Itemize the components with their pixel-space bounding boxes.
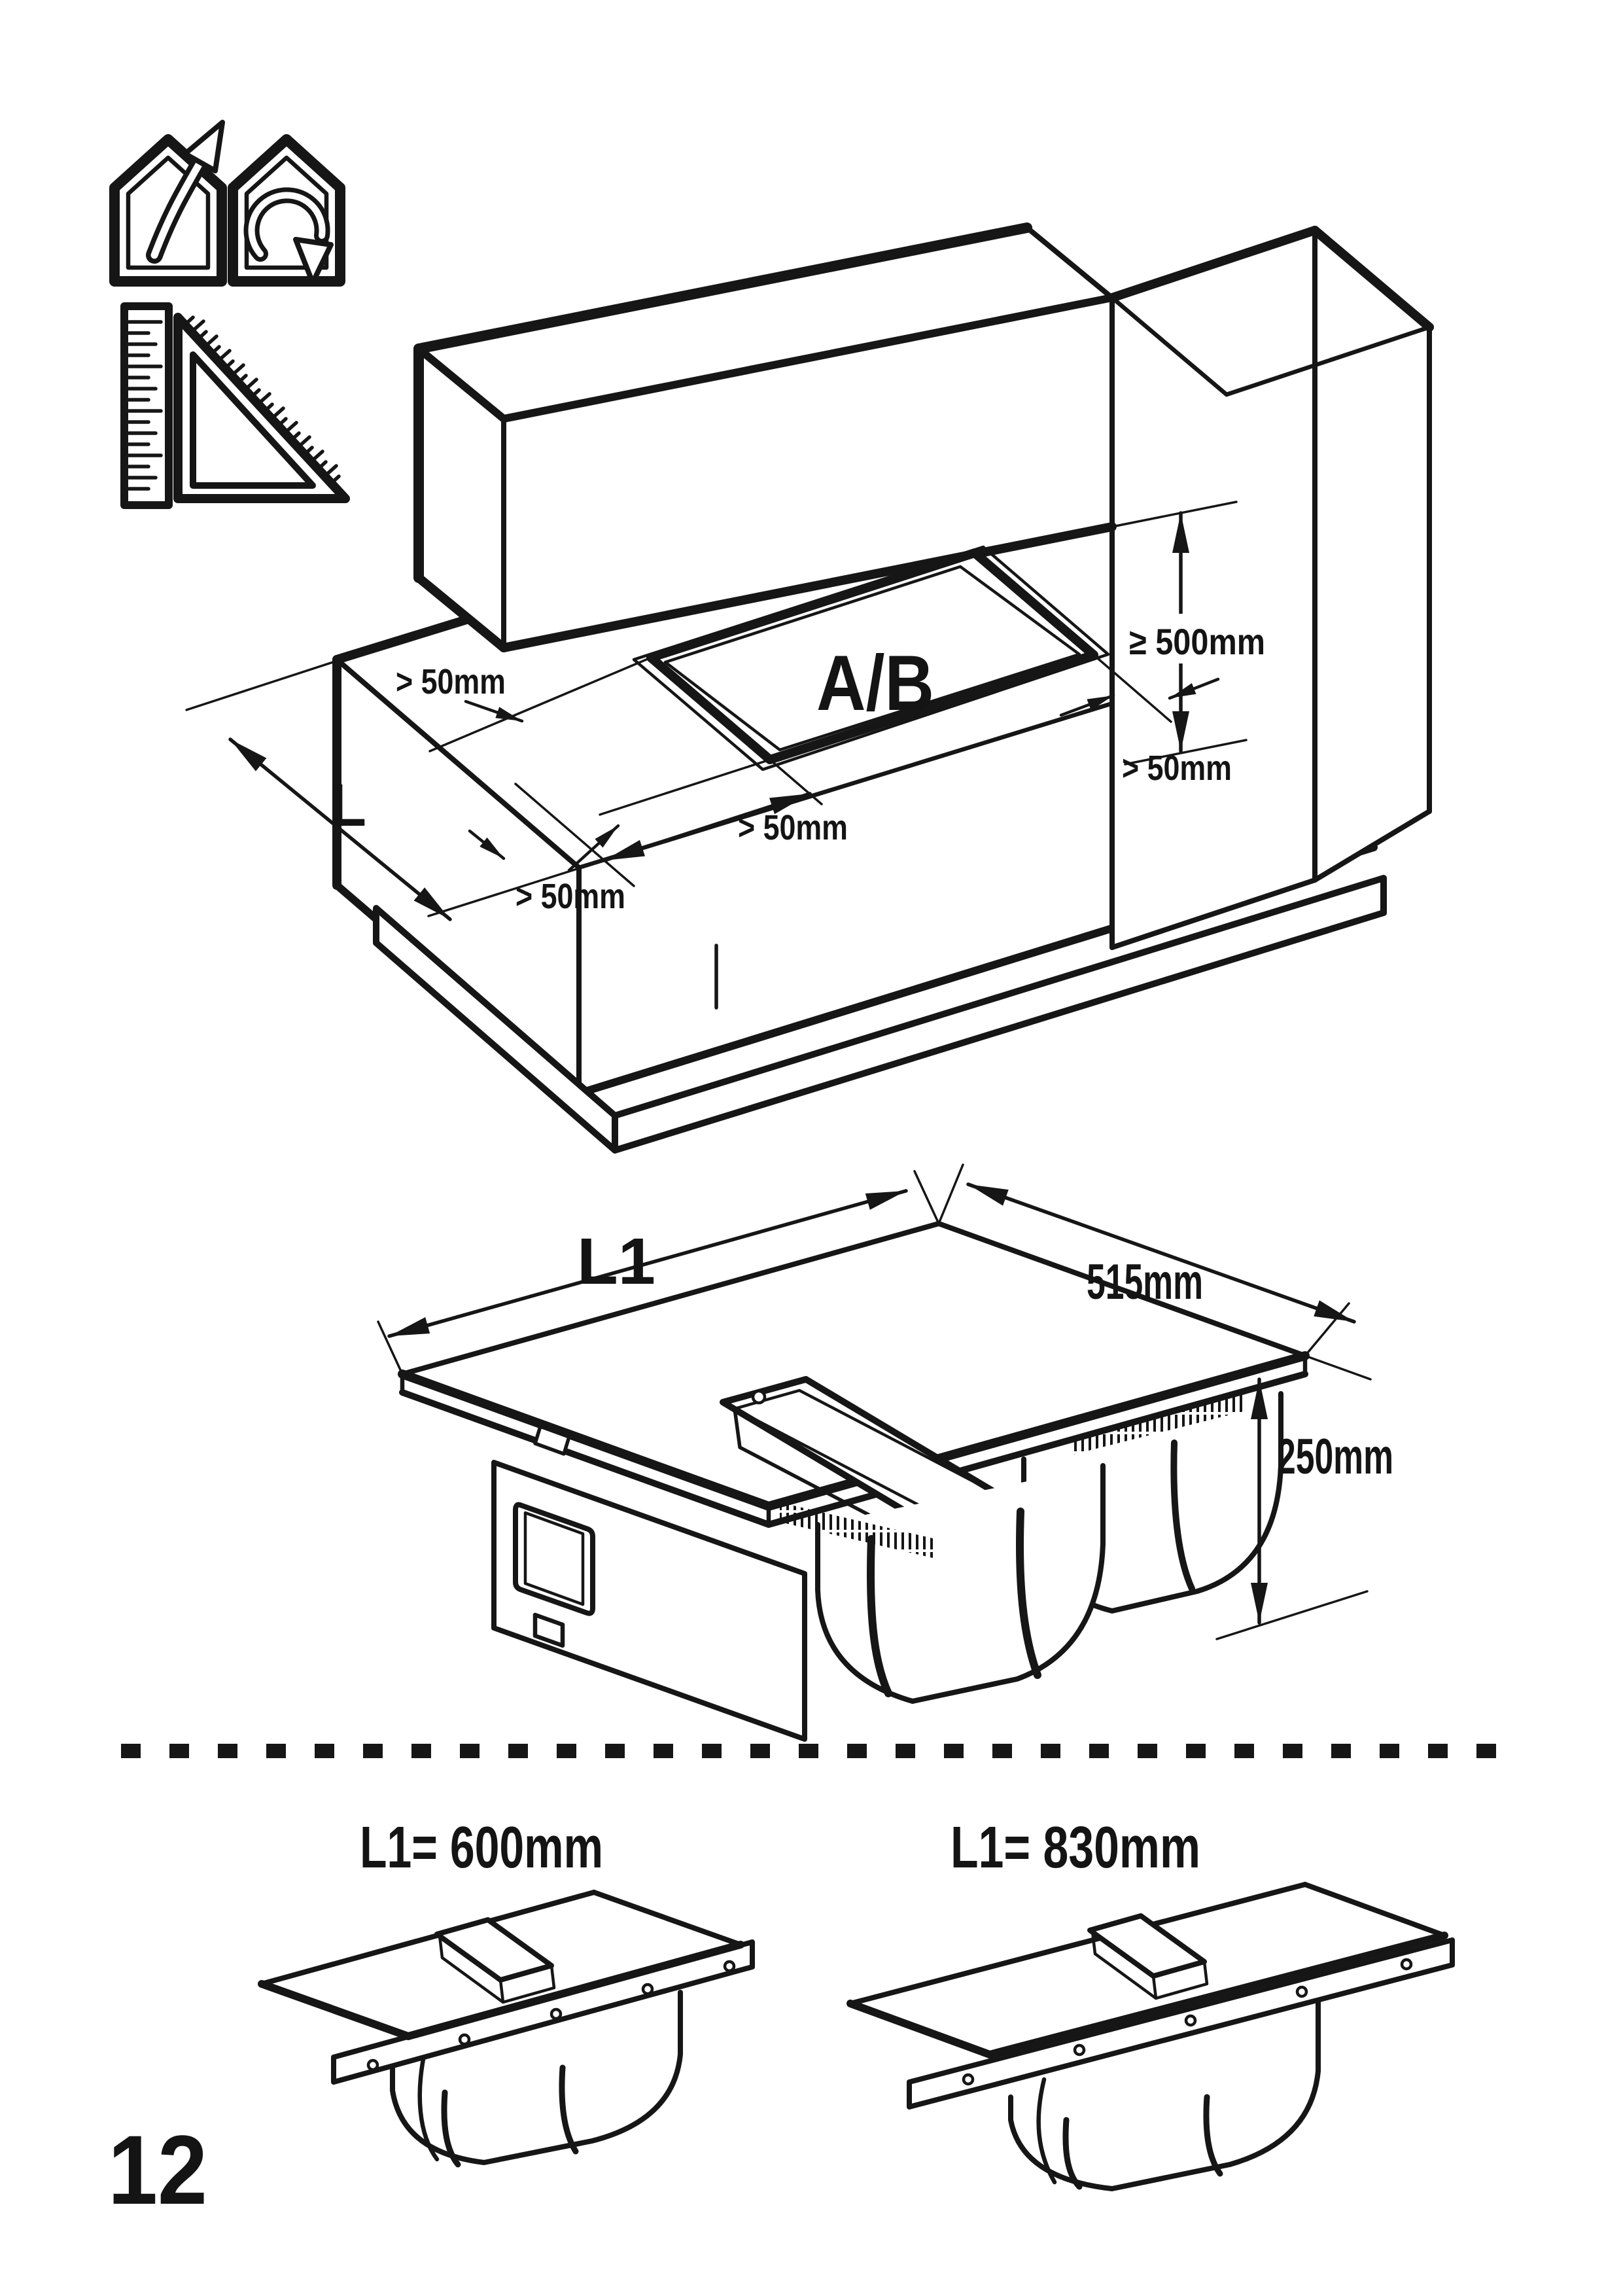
tall-cabinet xyxy=(1108,226,1434,950)
louver-strip-right xyxy=(1073,1392,1246,1455)
mounting-rail xyxy=(907,1937,1455,2110)
fan-scroll xyxy=(390,1990,683,2165)
cutout-label: A/B xyxy=(816,639,934,727)
product-dimensions: L1 515mm 250mm xyxy=(377,1163,1393,1640)
variant-830-label: L1= 830mm xyxy=(951,1815,1200,1881)
product-dimension-diagram: L1 515mm 250mm xyxy=(377,1163,1393,1742)
variant-830-diagram: L1= 830mm xyxy=(846,1815,1455,2191)
wall-clearance-label: ≥ 500mm xyxy=(1129,621,1265,662)
house-recirculation-icon xyxy=(228,134,345,287)
door-latch xyxy=(532,1612,565,1648)
height-label: 250mm xyxy=(1277,1429,1393,1485)
island-plinth-side xyxy=(373,905,618,1154)
ruler-icon xyxy=(120,302,173,509)
vent-slot-830 xyxy=(1087,1913,1209,2000)
depth-label: 515mm xyxy=(1087,1254,1203,1310)
width-label: L1 xyxy=(577,1225,655,1298)
worktop-depth-label: L xyxy=(330,772,366,839)
fixing-clip xyxy=(533,1424,571,1456)
mode-icons xyxy=(109,120,350,509)
clearance-right-label: > 50mm xyxy=(1122,749,1232,788)
perforated-panel xyxy=(491,1460,807,1742)
vent-slot-600 xyxy=(434,1917,556,2004)
louver-strip-left xyxy=(780,1502,935,1559)
clearance-back-label: > 50mm xyxy=(396,662,506,701)
house-air-outlet-icon xyxy=(109,120,227,287)
dimension-annotations: > 50mm ≥ 500mm > 50mm > 50mm > 50mm xyxy=(185,501,1278,921)
variant-600-diagram: L1= 600mm xyxy=(258,1815,755,2168)
installation-clearance-diagram: A/B > 50mm ≥ 500mm > 50mm > 50mm xyxy=(185,222,1434,1154)
clearance-side-label: > 50mm xyxy=(738,808,848,847)
wall-cabinet xyxy=(413,222,1117,652)
variant-600-label: L1= 600mm xyxy=(360,1815,603,1881)
set-square-icon xyxy=(173,313,350,503)
fan-scroll xyxy=(1008,2000,1321,2191)
page-number: 12 xyxy=(108,2115,207,2225)
under-body xyxy=(491,1391,1283,1742)
hob-cutout: A/B xyxy=(632,545,1110,771)
